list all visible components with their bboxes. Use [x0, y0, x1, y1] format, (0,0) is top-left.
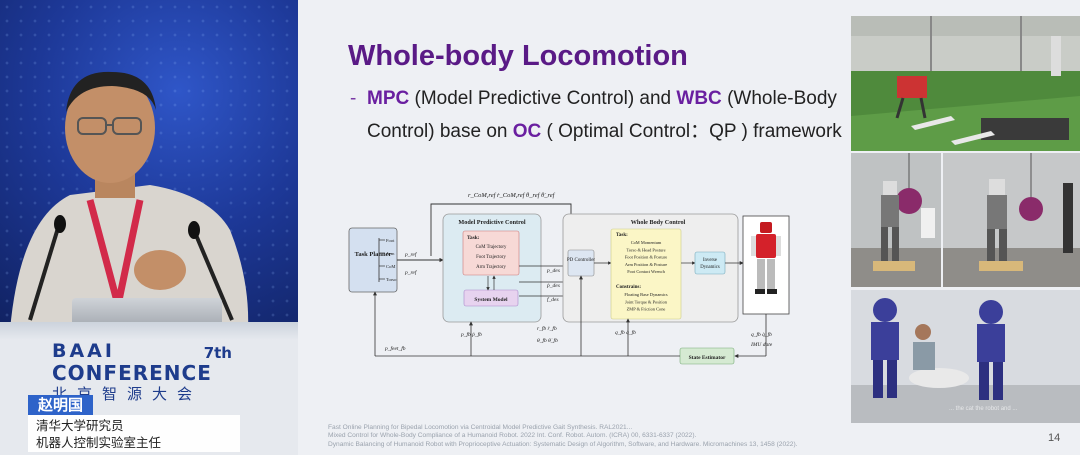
- bullet-highlight: MPC: [367, 88, 410, 109]
- speaker-title-tag: 清华大学研究员 机器人控制实验室主任: [28, 415, 240, 452]
- wbc-constrain-item: Floating Base Dynamics: [624, 292, 667, 297]
- planner-output-label: Foot: [386, 238, 395, 243]
- bullet-highlight: OC: [512, 121, 542, 142]
- slide-title: Whole-body Locomotion: [348, 40, 688, 72]
- mpc-task-item: Arm Trajectory: [476, 265, 506, 270]
- bullet-segment: ( Optimal Control：QP ) framework: [541, 121, 842, 142]
- wbc-constrains-head: Constrains:: [616, 285, 641, 290]
- svg-text:q_fb q̇_fb: q_fb q̇_fb: [615, 329, 636, 336]
- photo-quadruped-on-turf: [851, 16, 1080, 151]
- control-framework-diagram: r_CoM,ref ṙ_CoM,ref θ_ref θ̇_ref Task Pl…: [348, 192, 790, 365]
- bullet-segment: (Model Predictive Control) and: [409, 88, 677, 109]
- svg-text:ṗ_des: ṗ_des: [546, 283, 560, 289]
- mpc-task-item: CoM Trajectory: [476, 245, 507, 250]
- mpc-task-head: Task:: [467, 235, 480, 241]
- slide-bullet: - MPC (Model Predictive Control) and WBC…: [350, 82, 845, 148]
- svg-text:p_des: p_des: [546, 268, 560, 274]
- planner-output-label: Arm: [386, 251, 395, 256]
- presentation-slide: Whole-body Locomotion - MPC (Model Predi…: [298, 0, 1080, 455]
- pd-controller-box: [567, 249, 595, 277]
- mpc-task-box: [462, 230, 520, 276]
- bullet-highlight: WBC: [676, 88, 722, 109]
- planner-output-label: Torso: [386, 277, 397, 282]
- wbc-task-item: CoM Momentum: [631, 240, 662, 245]
- planner-output-label: CoM: [386, 264, 395, 269]
- system-model-label: System Model: [474, 297, 508, 303]
- bullet-text: MPC (Model Predictive Control) and WBC (…: [350, 82, 845, 148]
- slide-page-number: 14: [1048, 432, 1061, 444]
- photo-humanoids-with-person: ... the cat the robot and ...: [851, 290, 1080, 423]
- photo-robot-ball-test-1: [851, 153, 941, 287]
- wbc-constrain-item: ZMP & Friction Cone: [627, 307, 666, 312]
- svg-text:p_ref: p_ref: [404, 269, 418, 276]
- wbc-task-item: Foot Position & Posture: [625, 255, 667, 260]
- svg-text:f_des: f_des: [547, 296, 559, 303]
- inverse-dynamics-text: Inverse: [703, 258, 717, 263]
- inverse-dynamics-box: [694, 251, 726, 275]
- svg-text:p_fb ṗ_fb: p_fb ṗ_fb: [460, 331, 482, 338]
- wbc-task-box: [610, 228, 682, 320]
- svg-text:p_feet_fb: p_feet_fb: [384, 345, 406, 352]
- bullet-segment: (Whole-Body Control) base on: [367, 88, 837, 142]
- speaker-title-line2: 机器人控制实验室主任: [36, 435, 162, 450]
- photo-robot-ball-test-2: [943, 153, 1080, 287]
- wbc-task-item: Foot Contact Wrench: [627, 269, 665, 274]
- laptop: [72, 298, 222, 324]
- imu-label: IMU date: [750, 342, 773, 348]
- humanoid-robot-icon: [751, 222, 781, 294]
- state-estimator-label: State Estimator: [689, 355, 726, 361]
- svg-text:θ_fb θ̇_fb: θ_fb θ̇_fb: [537, 337, 558, 344]
- dash-bullet-icon: -: [350, 88, 357, 109]
- mpc-title: Model Predictive Control: [458, 219, 525, 226]
- inverse-dynamics-text: Dynamics: [700, 265, 720, 270]
- pd-controller-label: PD Controller: [567, 258, 596, 263]
- speaker-name-tag: 赵明国: [28, 395, 94, 415]
- wbc-task-item: Arm Position & Posture: [625, 262, 667, 267]
- mpc-task-item: Foot Trajectory: [476, 255, 506, 260]
- conference-edition: 7th: [203, 344, 232, 362]
- speaker-title-line1: 清华大学研究员: [36, 418, 124, 433]
- svg-text:p_ref: p_ref: [404, 251, 418, 258]
- system-model-box: [463, 289, 519, 307]
- footnote: Mixed Control for Whole-Body Compliance …: [328, 432, 697, 440]
- wbc-task-head: Task:: [616, 233, 628, 238]
- conference-brand: BAAI: [52, 340, 115, 362]
- wbc-title: Whole Body Control: [631, 219, 686, 226]
- svg-text:r_fb ṙ_fb: r_fb ṙ_fb: [537, 325, 557, 332]
- wbc-constrain-item: Joint Torque & Position: [625, 299, 668, 304]
- footnote: Fast Online Planning for Bipedal Locomot…: [328, 424, 633, 431]
- conference-word: CONFERENCE: [52, 361, 212, 385]
- slide-footnotes: Fast Online Planning for Bipedal Locomot…: [328, 424, 848, 449]
- svg-text:r_CoM,ref ṙ_CoM,ref θ_ref θ: r_CoM,ref ṙ_CoM,ref θ_ref θ̇_ref: [468, 192, 556, 199]
- task-planner-label: Task Planner: [355, 251, 392, 258]
- svg-text:q_fb q̇_fb: q_fb q̇_fb: [751, 331, 772, 338]
- footnote: Dynamic Balancing of Humanoid Robot with…: [328, 440, 798, 448]
- photo-caption: ... the cat the robot and ...: [949, 406, 1018, 412]
- wbc-task-item: Torso & Head Posture: [626, 247, 665, 252]
